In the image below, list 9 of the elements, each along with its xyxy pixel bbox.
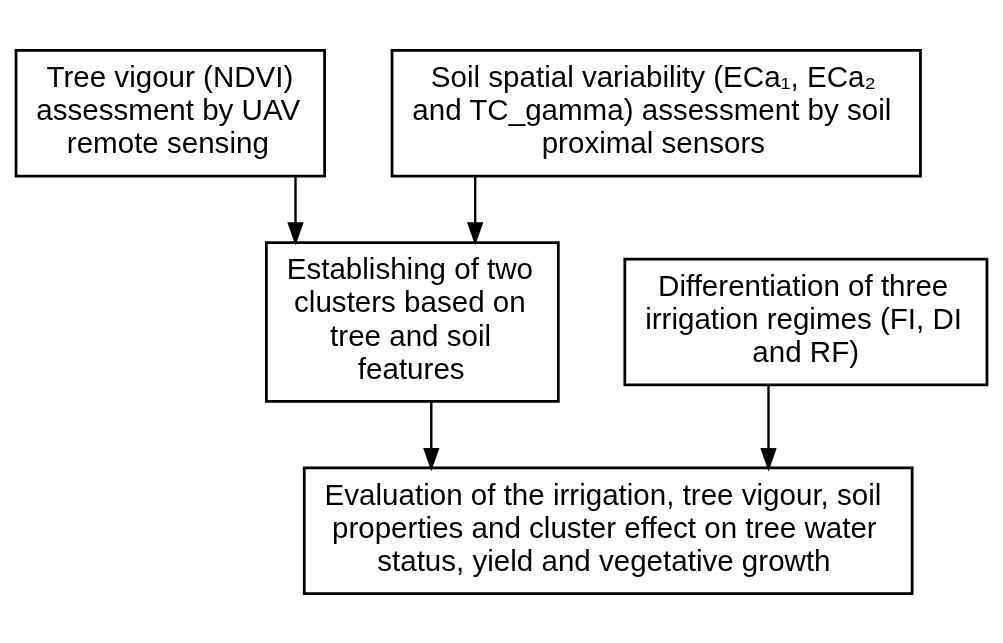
node-box: Tree vigour (NDVI) assessment by UAV remote sensing (14, 48, 326, 177)
node-box: Evaluation of the irrigation, tree vigour, soil properties and cluster effect on tree water status, yield and vegetative growth (302, 466, 914, 595)
arrow (760, 384, 777, 471)
arrow (467, 175, 484, 246)
node-box: Differentiation of three irrigation regimes (FI, DI and RF) (623, 257, 989, 386)
node-box: Soil spatial variability (ECa₁, ECa₂ and TC_gamma) assessment by soil proximal sensors (390, 48, 922, 177)
arrow (287, 175, 304, 246)
arrow (423, 401, 440, 471)
node-box: Establishing of two clusters based on tree and soil features (265, 240, 560, 403)
